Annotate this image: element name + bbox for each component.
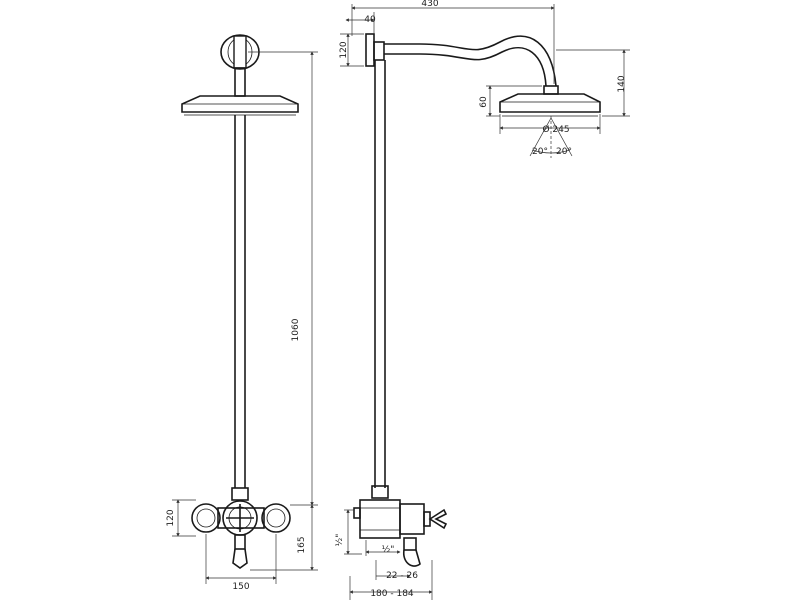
side-spray-lines xyxy=(529,116,573,158)
dim-head-drop: 60 xyxy=(479,96,489,108)
side-coupling-nut xyxy=(371,485,389,499)
side-wall-bracket xyxy=(365,33,385,67)
front-valve-body xyxy=(191,500,291,536)
dim-valve-height: 120 xyxy=(166,509,176,526)
front-view: 1060 165 120 150 xyxy=(166,34,318,592)
dim-outlet-thread: ½" xyxy=(382,545,395,555)
dim-valve-to-floor: 165 xyxy=(297,536,307,553)
dim-wall-offset: 22 - 26 xyxy=(386,571,418,581)
side-valve-body xyxy=(353,499,448,539)
dim-spray-angle-right: 20° xyxy=(556,147,572,157)
front-shower-head xyxy=(181,95,299,116)
dim-inlet-thread: ½" xyxy=(335,534,345,547)
dim-riser-length: 1060 xyxy=(291,318,301,341)
front-arm-stub xyxy=(234,67,246,97)
side-shower-head xyxy=(499,85,601,117)
dim-head-height: 140 xyxy=(617,75,627,92)
dim-bracket-height: 120 xyxy=(339,41,349,58)
front-outlet-spout xyxy=(232,534,248,569)
side-view: 430 40 120 140 60 Ø 245 20° 20° ½" xyxy=(335,0,630,600)
dim-arm-offset: 40 xyxy=(364,15,376,25)
side-curved-arm xyxy=(384,35,557,87)
front-coupling-nut xyxy=(231,487,249,501)
dim-projection: 430 xyxy=(421,0,438,9)
dim-spray-angle-left: 20° xyxy=(532,147,548,157)
dim-wall-projection: 180 - 184 xyxy=(370,589,414,599)
dim-valve-spacing: 150 xyxy=(232,582,249,592)
side-outlet-spout xyxy=(402,537,421,567)
side-riser-pipe xyxy=(374,60,386,488)
front-riser-pipe xyxy=(234,115,246,488)
dim-head-diameter: Ø 245 xyxy=(542,124,569,135)
